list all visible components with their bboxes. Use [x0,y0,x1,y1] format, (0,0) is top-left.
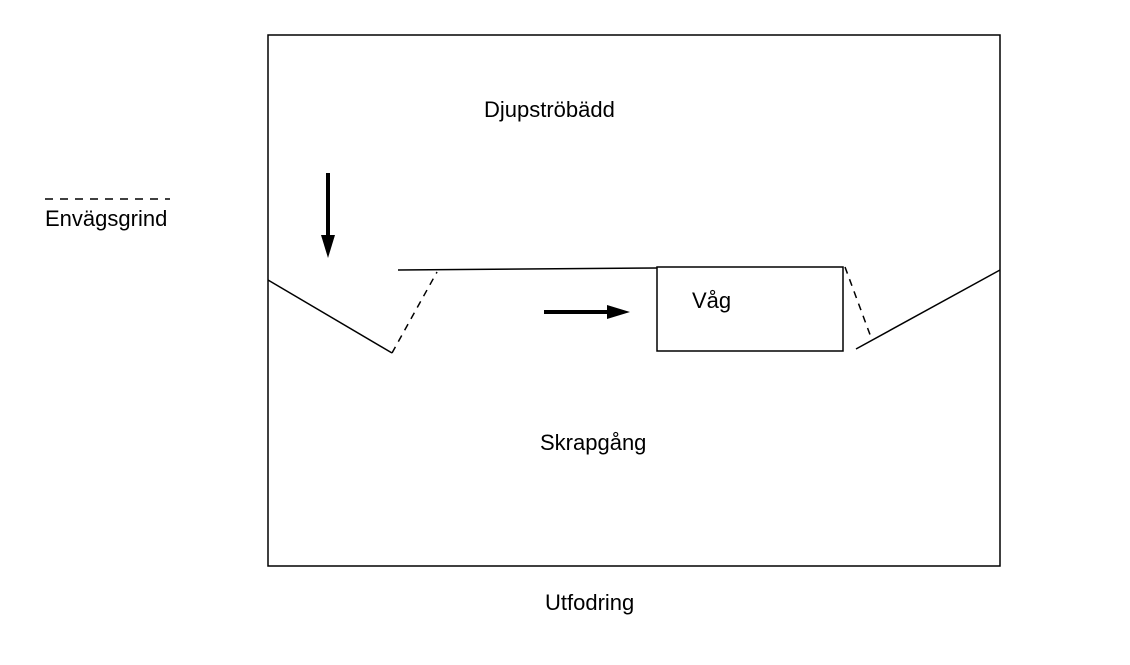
scale-box [656,266,844,352]
top-fence-line [397,267,658,271]
upper-area-label: Djupströbädd [484,97,615,122]
legend-gate-label: Envägsgrind [45,206,168,231]
left-one-way-gate [391,271,438,354]
right-fence-line [855,269,1001,350]
scale-label: Våg [692,288,732,313]
bottom-label: Utfodring [545,590,635,615]
right-one-way-gate [844,266,873,341]
down-arrowhead [321,235,335,258]
left-fence-line [267,279,393,354]
lower-area-label: Skrapgång [540,430,647,455]
enclosure-outline [267,34,1001,567]
right-arrowhead [607,305,630,319]
